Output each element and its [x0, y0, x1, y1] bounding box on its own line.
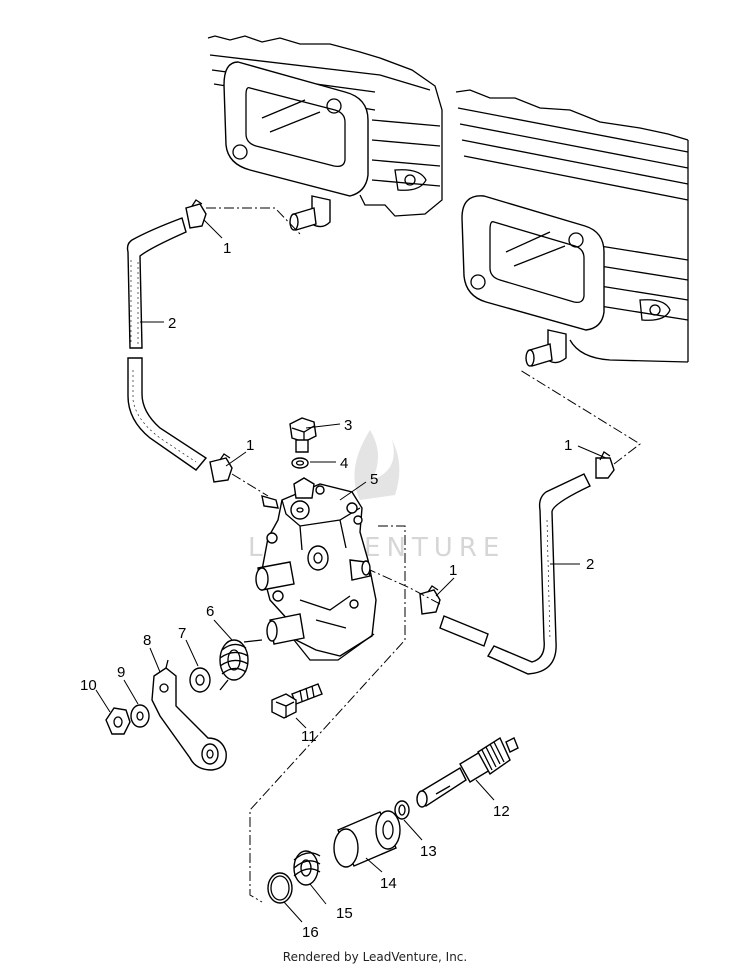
callout-4: 4 [340, 455, 348, 472]
callout-14: 14 [380, 875, 397, 892]
bolt-11 [271, 683, 323, 719]
cylinder-head-right [455, 89, 689, 367]
callout-5: 5 [370, 471, 378, 488]
hose-clamp-1c [595, 451, 615, 479]
callout-11: 11 [301, 728, 317, 745]
callout-15: 15 [336, 905, 353, 922]
callout-7: 7 [178, 625, 186, 642]
callout-1-mid: 1 [246, 437, 254, 454]
washer-7 [189, 667, 211, 693]
sealing-washer-4 [291, 457, 309, 469]
o-ring-16 [267, 872, 293, 904]
footer-credit: Rendered by LeadVenture, Inc. [282, 950, 468, 964]
callout-16: 16 [302, 924, 319, 941]
vent-hose-left [126, 217, 208, 471]
control-lever-8 [151, 659, 227, 771]
torsion-spring-6 [219, 639, 263, 691]
spring-15 [293, 850, 321, 886]
routing-lines [206, 207, 641, 903]
callout-9: 9 [117, 664, 125, 681]
callout-13: 13 [420, 843, 437, 860]
banjo-bolt-3 [289, 417, 317, 453]
callout-3: 3 [344, 417, 352, 434]
callout-10: 10 [80, 677, 97, 694]
hose-clamp-1d [419, 585, 441, 615]
leader-lines [95, 219, 607, 923]
hose-clamp-1b [209, 453, 233, 483]
callout-2-left: 2 [168, 315, 176, 332]
callout-6: 6 [206, 603, 214, 620]
callout-12: 12 [493, 803, 510, 820]
nut-10 [105, 707, 131, 735]
sleeve-14 [333, 810, 401, 868]
callout-2-right: 2 [586, 556, 594, 573]
o-ring-13 [394, 800, 410, 820]
drive-shaft-gear-12 [416, 736, 519, 808]
callout-1-lower: 1 [449, 562, 457, 579]
vent-hose-right [439, 473, 591, 675]
callout-8: 8 [143, 632, 151, 649]
watermark-logo [354, 430, 400, 500]
callout-1-right: 1 [564, 437, 572, 454]
hose-clamp-1a [185, 199, 207, 229]
oil-pump-5 [255, 477, 377, 661]
callout-1-top: 1 [223, 240, 231, 257]
washer-9 [130, 704, 150, 728]
cylinder-head-left [207, 35, 443, 231]
